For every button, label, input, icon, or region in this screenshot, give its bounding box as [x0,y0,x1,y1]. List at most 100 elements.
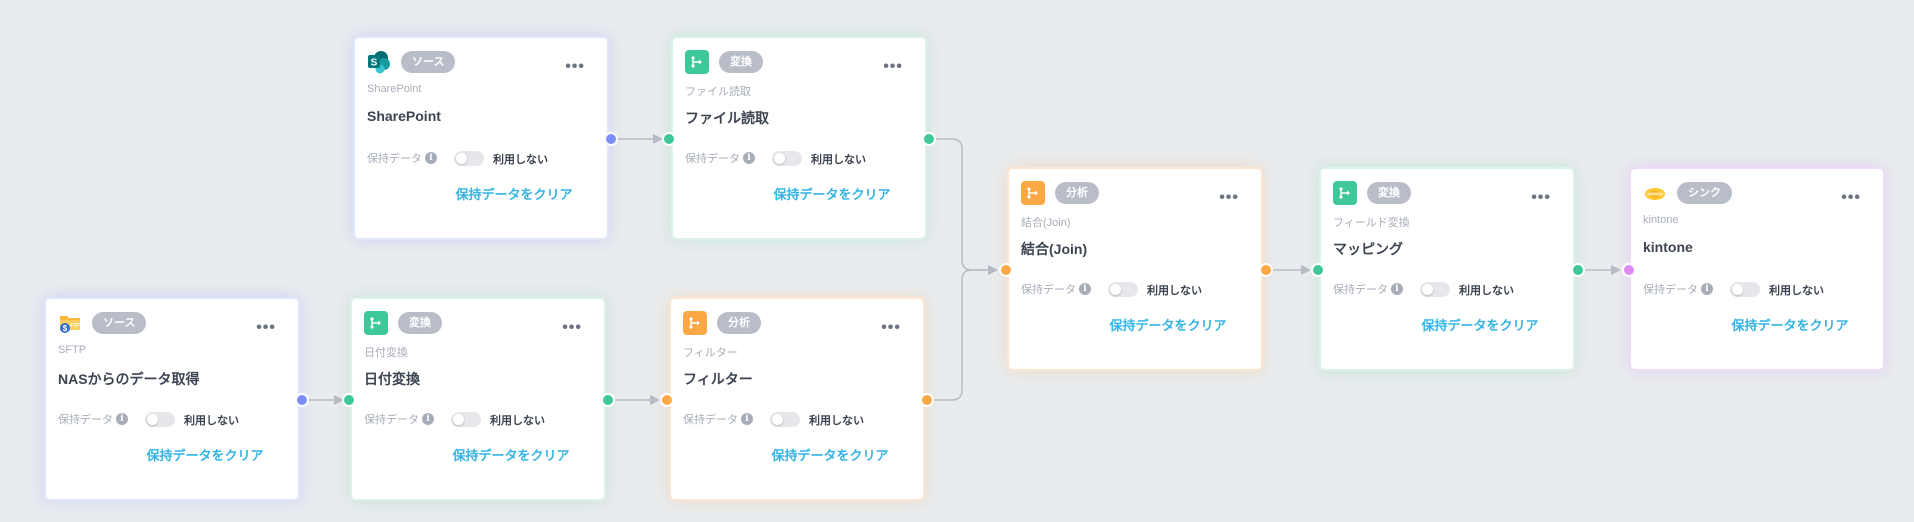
retain-data-row: 保持データ i [1021,281,1091,297]
retain-data-toggle[interactable] [1108,282,1138,297]
retain-data-row: 保持データ i [364,411,434,427]
node-title: NASからのデータ取得 [58,371,200,387]
info-icon[interactable]: i [116,413,128,425]
svg-text:FTP: FTP [70,323,80,329]
node-title: ファイル読取 [685,110,769,126]
node-title: kintone [1643,239,1693,255]
node-type-badge: 変換 [1367,182,1411,204]
clear-retained-data-link[interactable]: 保持データをクリア [1421,318,1539,333]
retain-data-toggle[interactable] [772,151,802,166]
info-icon[interactable]: i [422,413,434,425]
node-type-badge: 分析 [717,312,761,334]
output-port-sftp[interactable] [295,393,309,407]
retain-data-toggle[interactable] [1730,282,1760,297]
node-subtitle: 日付変換 [364,347,408,359]
more-menu-icon[interactable]: ••• [256,319,276,336]
retain-data-toggle[interactable] [145,412,175,427]
node-type-badge: 変換 [719,51,763,73]
toggle-label: 利用しない [809,415,864,427]
node-filter[interactable]: 分析 ••• フィルター フィルター 保持データ i 利用しない 保持データをク… [669,297,925,501]
toggle-label: 利用しない [1769,285,1824,297]
input-port-file-read[interactable] [662,132,676,146]
more-menu-icon[interactable]: ••• [1531,189,1551,206]
node-title: 日付変換 [364,371,420,387]
retain-data-row: 保持データ i [1333,281,1403,297]
retain-data-label: 保持データ [685,153,740,165]
output-port-date-convert[interactable] [601,393,615,407]
more-menu-icon[interactable]: ••• [562,319,582,336]
output-port-join[interactable] [1259,263,1273,277]
kintone-icon [1643,181,1667,205]
info-icon[interactable]: i [1701,283,1713,295]
analysis-icon [683,311,707,335]
node-subtitle: SharePoint [367,83,422,95]
retain-data-toggle[interactable] [451,412,481,427]
input-port-filter[interactable] [660,393,674,407]
retain-data-toggle[interactable] [1420,282,1450,297]
more-menu-icon[interactable]: ••• [1841,189,1861,206]
info-icon[interactable]: i [425,152,437,164]
more-menu-icon[interactable]: ••• [1219,189,1239,206]
toggle-label: 利用しない [1147,285,1202,297]
transform-icon [364,311,388,335]
retain-data-label: 保持データ [1021,284,1076,296]
retain-data-label: 保持データ [1643,284,1698,296]
output-port-sharepoint[interactable] [604,132,618,146]
output-port-mapping[interactable] [1571,263,1585,277]
node-type-badge: ソース [92,312,147,334]
output-port-file-read[interactable] [922,132,936,146]
node-date-convert[interactable]: 変換 ••• 日付変換 日付変換 保持データ i 利用しない 保持データをクリア [350,297,606,501]
output-port-filter[interactable] [920,393,934,407]
node-sharepoint[interactable]: S ソース ••• SharePoint SharePoint 保持データ i … [353,36,609,240]
input-port-join[interactable] [999,263,1013,277]
clear-retained-data-link[interactable]: 保持データをクリア [455,187,573,202]
transform-icon [685,50,709,74]
retain-data-toggle[interactable] [770,412,800,427]
more-menu-icon[interactable]: ••• [565,58,585,75]
sharepoint-icon: S [367,50,391,74]
clear-retained-data-link[interactable]: 保持データをクリア [146,448,264,463]
retain-data-label: 保持データ [367,153,422,165]
node-subtitle: kintone [1643,214,1679,226]
node-mapping[interactable]: 変換 ••• フィールド変換 マッピング 保持データ i 利用しない 保持データ… [1319,167,1575,371]
node-kintone[interactable]: シンク ••• kintone kintone 保持データ i 利用しない 保持… [1629,167,1885,371]
retain-data-label: 保持データ [364,414,419,426]
toggle-label: 利用しない [1459,285,1514,297]
retain-data-label: 保持データ [1333,284,1388,296]
more-menu-icon[interactable]: ••• [881,319,901,336]
info-icon[interactable]: i [1391,283,1403,295]
retain-data-toggle[interactable] [454,151,484,166]
analysis-icon [1021,181,1045,205]
node-title: SharePoint [367,108,441,124]
transform-icon [1333,181,1357,205]
toggle-label: 利用しない [184,415,239,427]
node-sftp[interactable]: $ FTP ソース ••• SFTP NASからのデータ取得 保持データ i 利… [44,297,300,501]
info-icon[interactable]: i [1079,283,1091,295]
input-port-kintone[interactable] [1622,263,1636,277]
clear-retained-data-link[interactable]: 保持データをクリア [1731,318,1849,333]
node-join[interactable]: 分析 ••• 結合(Join) 結合(Join) 保持データ i 利用しない 保… [1007,167,1263,371]
retain-data-row: 保持データ i [685,150,755,166]
input-port-date-convert[interactable] [342,393,356,407]
toggle-label: 利用しない [811,154,866,166]
node-title: マッピング [1333,241,1403,257]
info-icon[interactable]: i [743,152,755,164]
svg-text:S: S [371,58,378,69]
edge-file-read-to-join [929,138,998,275]
retain-data-row: 保持データ i [367,150,437,166]
node-title: 結合(Join) [1021,241,1088,257]
node-subtitle: フィルター [683,347,738,359]
edge-filter-to-join [927,265,998,401]
clear-retained-data-link[interactable]: 保持データをクリア [452,448,570,463]
more-menu-icon[interactable]: ••• [883,58,903,75]
svg-text:$: $ [63,324,68,333]
clear-retained-data-link[interactable]: 保持データをクリア [771,448,889,463]
retain-data-row: 保持データ i [1643,281,1713,297]
node-type-badge: シンク [1677,182,1732,204]
input-port-mapping[interactable] [1311,263,1325,277]
node-file-read[interactable]: 変換 ••• ファイル読取 ファイル読取 保持データ i 利用しない 保持データ… [671,36,927,240]
clear-retained-data-link[interactable]: 保持データをクリア [1109,318,1227,333]
info-icon[interactable]: i [741,413,753,425]
clear-retained-data-link[interactable]: 保持データをクリア [773,187,891,202]
